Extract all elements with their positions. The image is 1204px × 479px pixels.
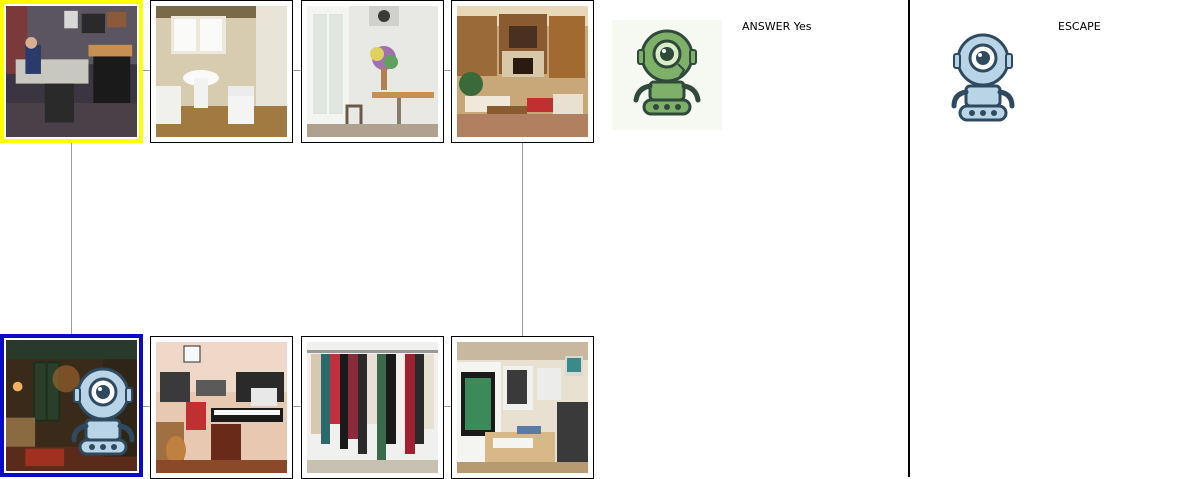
room-image (457, 342, 588, 473)
escape-label: ESCAPE (1058, 20, 1101, 33)
room-image (6, 6, 137, 137)
connector-line (522, 143, 523, 336)
connector-line (71, 143, 72, 336)
room-tile-living-room[interactable] (451, 0, 594, 143)
connector-line (143, 406, 151, 407)
room-image (156, 342, 287, 473)
escape-robot-icon (945, 30, 1021, 122)
room-tile-closet[interactable] (301, 336, 444, 479)
room-image (307, 342, 438, 473)
connector-line (293, 406, 301, 407)
room-tile-dark-den[interactable] (0, 334, 143, 477)
agent-robot-icon (66, 364, 139, 456)
room-tile-bathroom[interactable] (150, 0, 293, 143)
connector-line (143, 70, 151, 71)
connector-line (443, 406, 451, 407)
room-image (307, 6, 438, 137)
room-tile-hallway[interactable] (301, 0, 444, 143)
answer-prefix: ANSWER (742, 20, 791, 33)
room-image (156, 6, 287, 137)
connector-line (293, 70, 301, 71)
answer-robot-icon (612, 20, 722, 130)
answer-value: Yes (793, 20, 812, 33)
room-tile-recording-studio[interactable] (0, 0, 143, 143)
room-image (457, 6, 588, 137)
room-tile-music-room[interactable] (150, 336, 293, 479)
answer-label: ANSWER Yes (742, 20, 811, 33)
room-tile-computer-lab[interactable] (451, 336, 594, 479)
connector-line (443, 70, 451, 71)
panel-divider (908, 0, 910, 477)
